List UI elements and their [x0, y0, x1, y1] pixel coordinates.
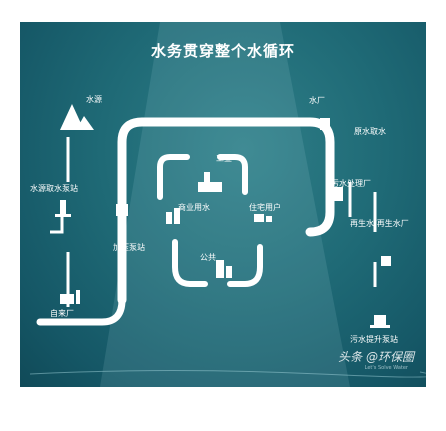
plant-icon [320, 118, 330, 130]
label-industry: 工业 [216, 154, 232, 163]
public-icon [216, 260, 232, 278]
label-sewage-station: 污水提升泵站 [350, 335, 398, 344]
label-water-source: 水源 [86, 95, 102, 104]
label-raw-water-intake: 原水取水 [354, 127, 386, 136]
mountain-icon [60, 104, 94, 130]
diagram-panel: 水务贯穿整个水循环 水源 水源取水泵站 加压泵站 自来厂 工业 商业用水 住宅用… [20, 22, 426, 387]
sewage-station-icon [370, 315, 390, 328]
water-cycle-diagram [29, 22, 426, 387]
label-wastewater-plant: 污水处理厂 [331, 179, 371, 188]
industry-icon [198, 172, 222, 192]
inner-pipe-loop [157, 154, 263, 287]
label-commercial: 商业用水 [178, 203, 210, 212]
label-self-built-plant: 自来厂 [50, 309, 74, 318]
label-water-plant: 水厂 [309, 96, 325, 105]
label-public: 公共 [200, 253, 216, 262]
residential-icon [254, 214, 272, 222]
self-plant-icon [60, 290, 80, 304]
light-glow [100, 22, 350, 387]
reuse-icon [381, 256, 391, 266]
watermark: 头条 @环保圈 [338, 350, 414, 364]
label-reuse-water: 再生水/再生水厂 [350, 219, 409, 228]
wastewater-icon [329, 187, 343, 201]
label-water-pump-station: 水源取水泵站 [30, 184, 78, 193]
watermark-sub: Let's Solve Water [364, 365, 408, 371]
booster-station-icon [116, 198, 128, 216]
label-residential-users: 住宅用户 [249, 203, 281, 212]
left-pipe [50, 137, 70, 307]
pump-station-icon [55, 200, 71, 217]
page-title: 水务贯穿整个水循环 [150, 42, 295, 60]
label-booster-station: 加压泵站 [113, 243, 145, 252]
bottom-wave [29, 370, 426, 378]
commercial-icon [166, 208, 180, 224]
right-pipe [348, 182, 377, 287]
